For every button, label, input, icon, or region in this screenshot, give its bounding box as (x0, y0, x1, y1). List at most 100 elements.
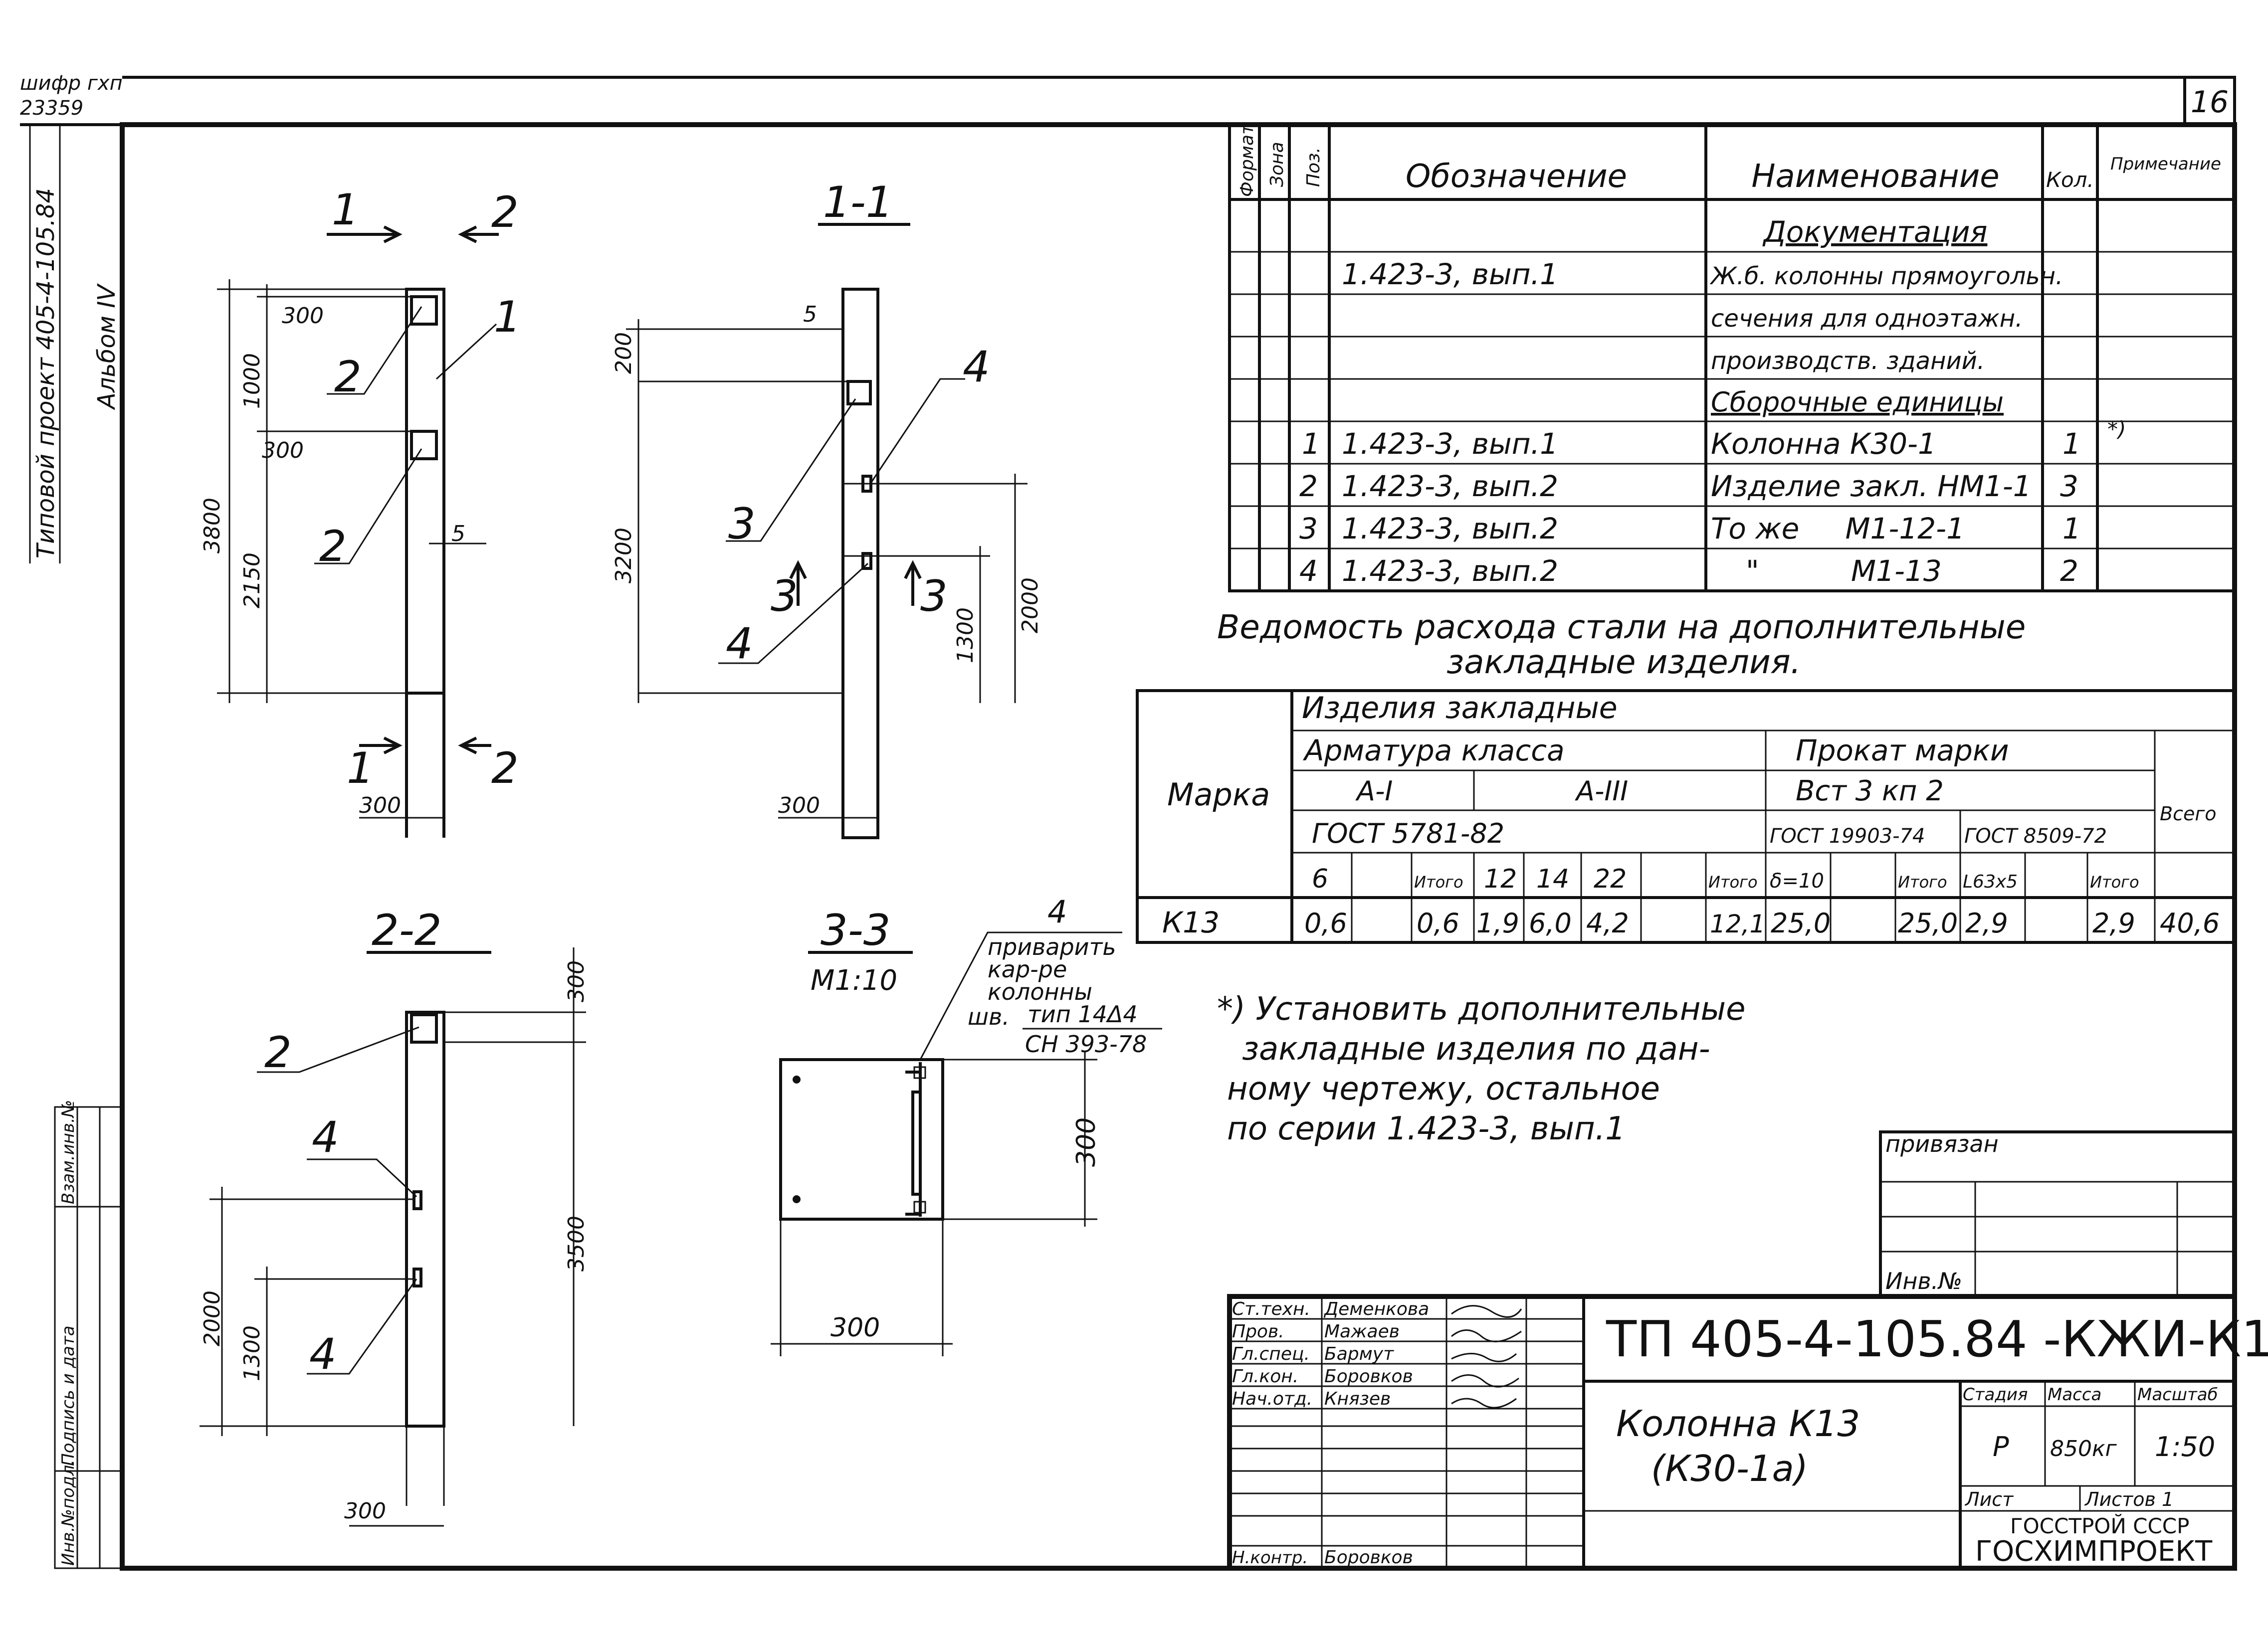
spec-r1-name: Ж.б. колонны прямоугольн. (1709, 262, 2063, 290)
name-control: Боровков (1324, 1547, 1413, 1568)
steel-sub-13: Итого (2090, 873, 2139, 892)
role-0: Ст.техн. (1232, 1299, 1310, 1319)
steel-sub-2: Итого (1414, 873, 1463, 892)
steel-group: Изделия закладные (1302, 691, 1618, 726)
cut-label-2-bottom: 2 (491, 743, 519, 793)
spec-r6-pos: 2 (1299, 469, 1318, 503)
dim-300-s11: 300 (778, 793, 820, 818)
name-2: Бармут (1324, 1344, 1394, 1364)
steel-col-lines (1351, 853, 2088, 942)
s33-pos-label: 4 (1047, 894, 1067, 930)
signature-2 (1451, 1353, 1517, 1362)
spec-r8-pos: 4 (1299, 554, 1318, 588)
pos-1-label: 1 (494, 292, 521, 342)
steel-table: Марка Изделия закладные Арматура класса … (1136, 689, 2236, 944)
spec-h-pos: Поз. (1303, 147, 1324, 187)
steel-sub-11: L63x5 (1963, 872, 2018, 892)
mass-label: Масса (2048, 1385, 2101, 1405)
table-row: сечения для одноэтажн. (1711, 305, 2023, 333)
steel-val-10: 25,0 (1898, 908, 1958, 939)
sheets-label: Листов 1 (2084, 1488, 2174, 1510)
spec-h-note: Примечание (2110, 154, 2221, 174)
spec-h-qty: Кол. (2046, 168, 2094, 192)
name-0: Деменкова (1323, 1299, 1429, 1319)
steel-sub-5: 22 (1594, 864, 1627, 894)
cut-3-right: 3 (920, 571, 948, 621)
dim-1300-s22: 1300 (239, 1325, 265, 1381)
steel-val-13: 2,9 (2092, 908, 2135, 939)
spec-r5-qty: 1 (2062, 427, 2081, 461)
steel-val-2: 0,6 (1417, 908, 1459, 939)
section-2-2-title: 2-2 (372, 906, 441, 955)
role-3: Гл.кон. (1232, 1366, 1298, 1387)
table-row: 2 1.423-3, вып.2 Изделие закл. НМ1-1 3 (1299, 469, 2078, 503)
dim-1000: 1000 (239, 353, 265, 409)
spec-r4-name: Сборочные единицы (1711, 386, 2004, 418)
steel-prokat: Прокат марки (1796, 733, 2009, 767)
dim-2150: 2150 (239, 552, 265, 608)
dim-5: 5 (451, 521, 465, 547)
section-3-3: 3-3 М1:10 300 300 4 приварить кар-ре кол… (771, 894, 1162, 1356)
dim-2000-s22: 2000 (200, 1290, 225, 1346)
dim-1300-s11: 1300 (953, 607, 978, 663)
general-note: *) Установить дополнительные закладные и… (1217, 991, 1745, 1147)
steel-val-0: 0,6 (1304, 908, 1347, 939)
steel-armatura: Арматура класса (1302, 733, 1565, 767)
section-1-1-title: 1-1 (823, 178, 893, 227)
table-row: производств. зданий. (1711, 347, 1985, 375)
pos-4a-label: 4 (963, 342, 990, 392)
steel-sub-3: 12 (1484, 864, 1517, 894)
role-4: Нач.отд. (1232, 1389, 1312, 1409)
org-line-1: ГОССТРОЙ СССР (2010, 1513, 2189, 1538)
note-line-3: ному чертежу, остальное (1227, 1071, 1660, 1107)
role-1: Пров. (1232, 1321, 1284, 1342)
stage-label: Стадия (1963, 1385, 2028, 1405)
steel-gost-arm: ГОСТ 5781-82 (1312, 818, 1504, 849)
album-label: Альбом IV (93, 283, 121, 410)
steel-val-8: 25,0 (1771, 908, 1831, 939)
steel-class-a1: А-I (1355, 775, 1393, 807)
dim-3500: 3500 (564, 1216, 589, 1272)
cut-label-2-top: 2 (491, 187, 519, 237)
table-row: 4 1.423-3, вып.2 " М1-13 2 (1299, 554, 2078, 588)
steel-prokat-mark: Вст 3 кп 2 (1796, 775, 1944, 807)
cut-3-left: 3 (771, 571, 798, 621)
spec-r5-designation: 1.423-3, вып.1 (1342, 427, 1558, 461)
name-4: Князев (1324, 1389, 1391, 1409)
corner-number: 23359 (20, 97, 83, 120)
stamp-col-1: Взам.инв.№ (58, 1100, 78, 1204)
pos-4b-label: 4 (726, 619, 753, 669)
name-1: Мажаев (1324, 1321, 1400, 1342)
spec-r5-name: Колонна К30-1 (1711, 427, 1936, 461)
spec-r7-qty: 1 (2062, 512, 2081, 546)
s33-weld-type: тип 14Δ4 (1028, 1001, 1138, 1028)
s33-note-3: колонны (988, 978, 1092, 1005)
spec-r1-designation: 1.423-3, вып.1 (1342, 257, 1558, 291)
steel-subheads: 6 Итого 12 14 22 Итого δ=10 Итого L63x5 … (1312, 864, 2139, 894)
privyazan-block: привязан Инв.№ (1879, 1130, 2236, 1298)
spec-r6-designation: 1.423-3, вып.2 (1342, 469, 1558, 503)
spec-r7-name: То же М1-12-1 (1711, 512, 1965, 546)
sheet-label: Лист (1964, 1488, 2014, 1510)
spec-r5-note: *) (2107, 417, 2126, 441)
org-line-2: ГОСХИМПРОЕКТ (1975, 1535, 2213, 1568)
table-row: 1 1.423-3, вып.1 Колонна К30-1 1 *) (1302, 417, 2126, 461)
spec-r2-name: сечения для одноэтажн. (1711, 305, 2023, 333)
pos-4a-s22-label: 4 (312, 1112, 339, 1162)
spec-r7-pos: 3 (1299, 512, 1318, 546)
table-row: 3 1.423-3, вып.2 То же М1-12-1 1 (1299, 512, 2081, 546)
scale-value: 1:50 (2155, 1431, 2215, 1463)
spec-r5-pos: 1 (1302, 427, 1320, 461)
steel-sub-10: Итого (1898, 873, 1947, 892)
spec-row-lines (1230, 251, 2235, 550)
drawing-name-2: (К30-1а) (1651, 1448, 1808, 1489)
spec-r8-designation: 1.423-3, вып.2 (1342, 554, 1558, 588)
cut-label-1-top: 1 (332, 185, 359, 235)
note-line-2: закладные изделия по дан- (1242, 1031, 1710, 1068)
note-line-4: по серии 1.423-3, вып.1 (1227, 1110, 1626, 1147)
steel-sub-8: δ=10 (1770, 870, 1824, 893)
steel-val-3: 1,9 (1476, 908, 1519, 939)
table-row: К13 0,6 0,6 1,9 6,0 4,2 12,1 25,0 25,0 2… (1162, 906, 2220, 939)
section-3-3-title: 3-3 (821, 906, 890, 955)
